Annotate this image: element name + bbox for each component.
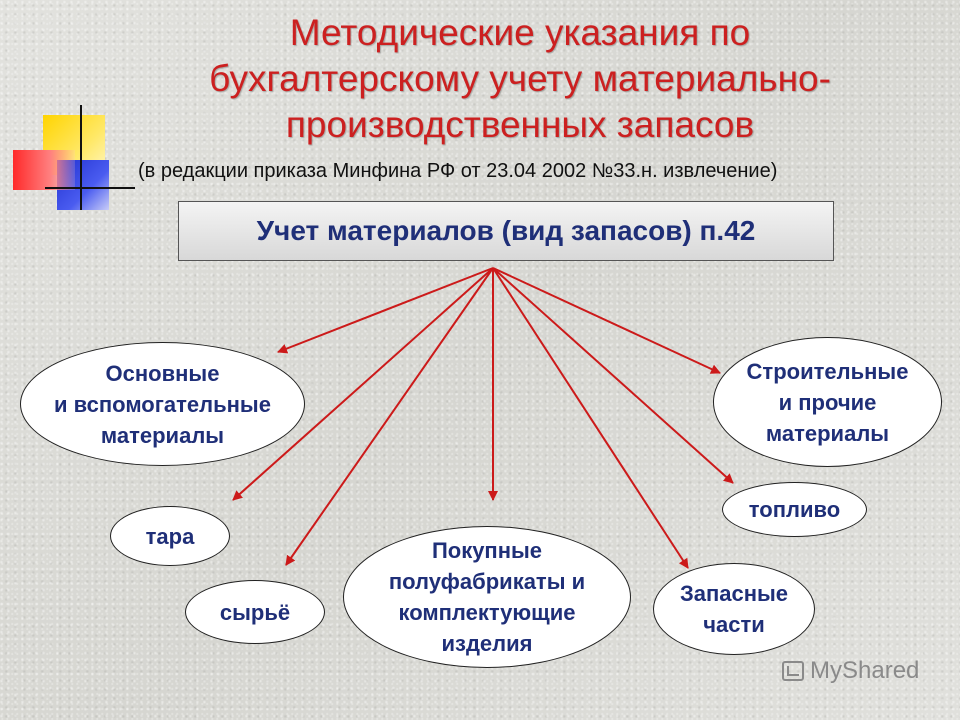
arrow-to-toplivo — [492, 267, 734, 484]
node-line: тара — [145, 523, 195, 549]
node-toplivo: топливо — [722, 482, 867, 537]
node-line: Основные — [105, 360, 220, 386]
node-stroitelnye: Строительные и прочие материалы — [713, 337, 942, 467]
arrow-to-osnovnye — [277, 267, 494, 354]
horizontal-line — [45, 187, 135, 189]
node-line: полуфабрикаты и — [388, 569, 586, 594]
node-line: материалы — [765, 420, 890, 446]
node-line: топливо — [748, 497, 841, 522]
arrow-to-syrye — [285, 267, 494, 566]
arrow-to-tara — [232, 267, 494, 501]
subtitle: (в редакции приказа Минфина РФ от 23.04 … — [138, 160, 778, 182]
node-zapasnye: Запасные части — [653, 563, 815, 655]
title-line-2: бухгалтерскому учету материально- — [209, 58, 831, 99]
watermark-text: MyShared — [810, 657, 920, 684]
presentation-icon — [782, 661, 804, 681]
node-pokupnye: Покупные полуфабрикаты и комплектующие и… — [343, 526, 631, 668]
title-line-3: производственных запасов — [285, 104, 755, 145]
title-line-1: Методические указания по — [289, 12, 751, 53]
node-line: Запасные — [679, 581, 789, 606]
node-syrye: сырьё — [185, 580, 325, 644]
node-line: и прочие — [778, 389, 877, 415]
page-title: Методические указания по бухгалтерскому … — [120, 10, 920, 148]
arrow-to-zapasnye — [492, 267, 689, 569]
node-line: изделия — [441, 631, 533, 656]
main-category-label: Учет материалов (вид запасов) п.42 — [256, 215, 756, 246]
node-line: Строительные — [746, 358, 909, 384]
vertical-line — [80, 105, 82, 210]
node-line: и вспомогательные — [54, 391, 271, 417]
red-square — [13, 150, 75, 190]
decorative-squares — [0, 0, 140, 220]
main-category-box: Учет материалов (вид запасов) п.42 — [178, 201, 834, 261]
arrow-to-stroitelnye — [492, 267, 721, 374]
node-line: комплектующие — [398, 600, 576, 625]
node-line: Покупные — [431, 538, 543, 563]
node-line: части — [703, 612, 765, 637]
node-tara: тара — [110, 506, 230, 566]
watermark: MyShared — [782, 657, 919, 685]
node-line: сырьё — [219, 599, 291, 625]
node-osnovnye: Основные и вспомогательные материалы — [20, 342, 305, 466]
node-line: материалы — [100, 422, 225, 448]
